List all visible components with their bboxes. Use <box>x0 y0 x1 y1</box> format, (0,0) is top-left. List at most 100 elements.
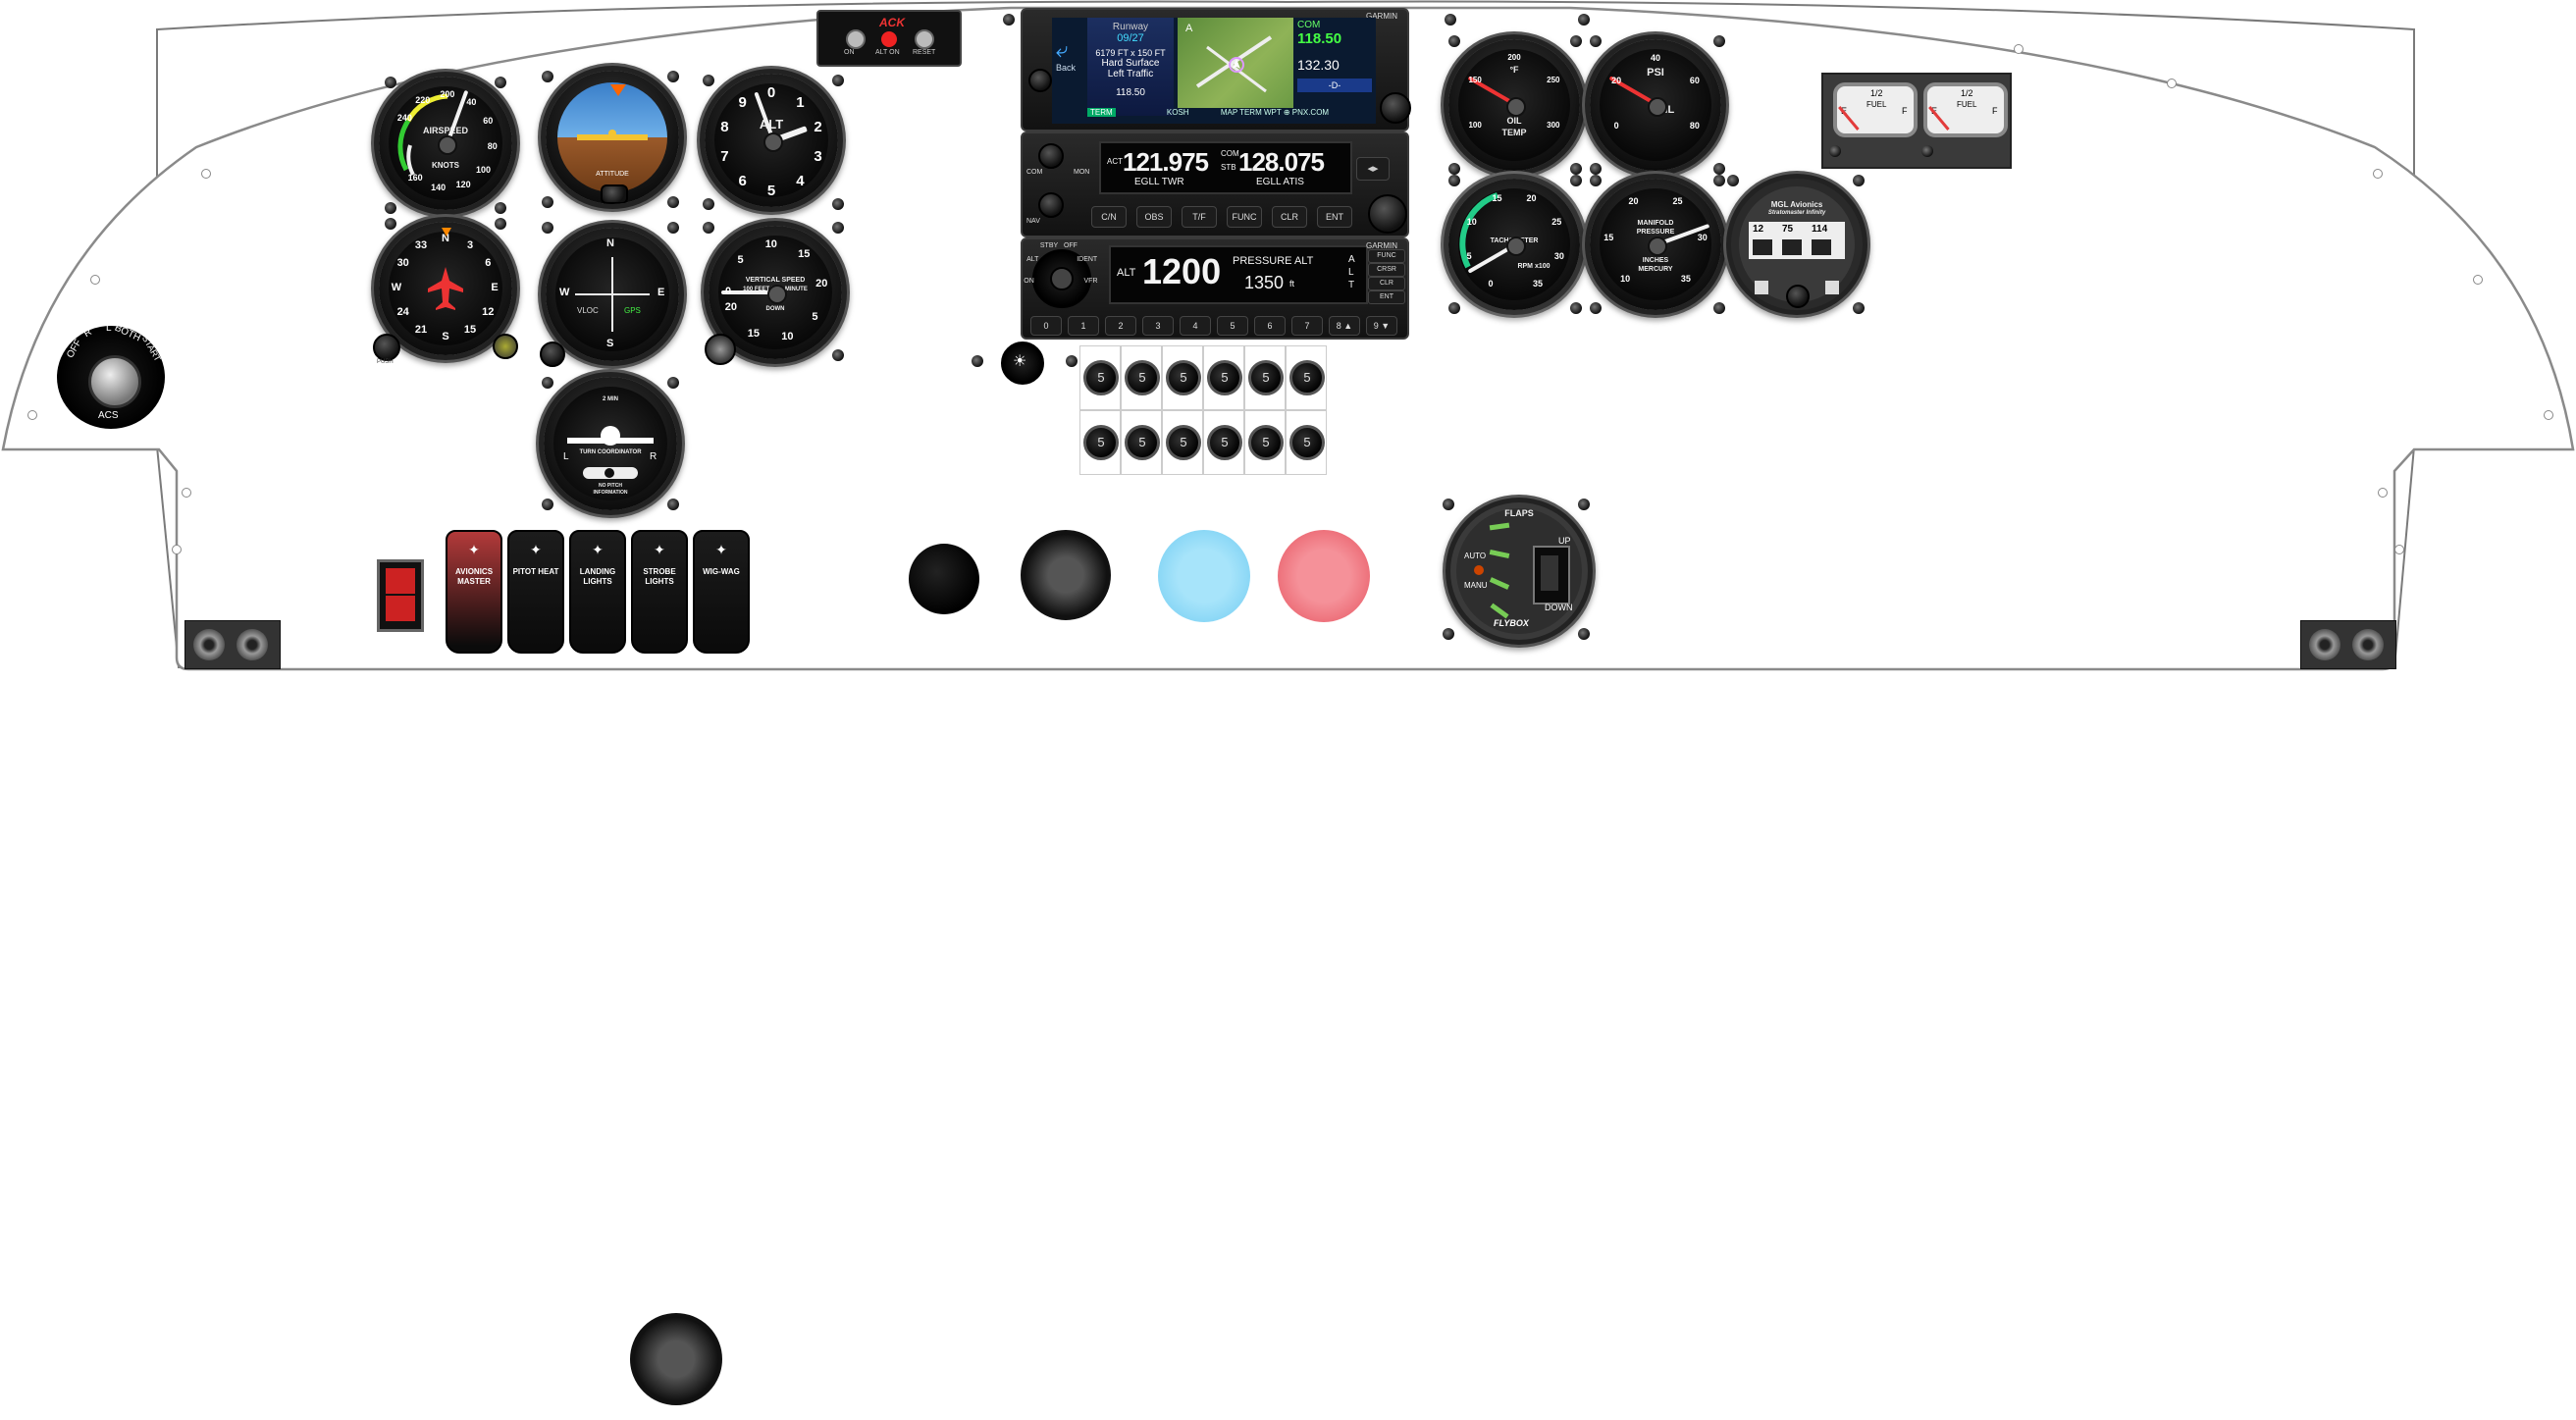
dial-number: 300 <box>1547 121 1560 130</box>
xpdr-mode-off[interactable]: OFF <box>1063 241 1078 249</box>
xpdr-mode-on[interactable]: ON <box>1024 277 1034 285</box>
turn-2min: 2 MIN <box>602 396 618 402</box>
gps-knob[interactable] <box>1380 92 1411 124</box>
panel-hole <box>2394 545 2404 554</box>
grey-push-button-spare[interactable] <box>630 1313 722 1405</box>
xpdr-digit-button[interactable]: 5 <box>1217 316 1248 336</box>
circuit-breaker[interactable]: 5 <box>1125 360 1160 395</box>
rocker-switch-landing-lights[interactable]: ✦LANDING LIGHTS <box>569 530 626 654</box>
comnav-cn-button[interactable]: C/N <box>1091 206 1127 228</box>
fuel-right-needle <box>1928 106 1950 131</box>
xpdr-digit-button[interactable]: 3 <box>1142 316 1174 336</box>
comnav-clr-button[interactable]: CLR <box>1272 206 1307 228</box>
heading-bug-knob[interactable] <box>493 334 518 359</box>
circuit-breaker[interactable]: 5 <box>1248 425 1284 460</box>
circuit-breaker[interactable]: 5 <box>1289 360 1325 395</box>
gps-screen: ⤶Back Runway 09/27 6179 FT x 150 FT Hard… <box>1052 18 1376 124</box>
circuit-breaker[interactable]: 5 <box>1083 360 1119 395</box>
obs-knob[interactable] <box>540 342 565 367</box>
comnav-obs-button[interactable]: OBS <box>1136 206 1172 228</box>
mic-jack[interactable] <box>193 629 225 660</box>
gps-brand: GARMIN <box>1366 12 1397 21</box>
circuit-breaker[interactable]: 5 <box>1207 360 1242 395</box>
black-push-button[interactable] <box>909 544 979 614</box>
dial-number: 30 <box>1697 232 1708 242</box>
gps-navigator: GARMIN ⤶Back Runway 09/27 6179 FT x 150 … <box>1021 8 1411 131</box>
dial-number: 0 <box>1488 278 1494 289</box>
reset-button[interactable] <box>915 29 934 49</box>
xpdr-digit-button[interactable]: 2 <box>1105 316 1136 336</box>
comnav-tf-button[interactable]: T/F <box>1182 206 1217 228</box>
breaker-cell: 5 <box>1162 410 1203 475</box>
nav-volume-knob[interactable] <box>1038 192 1064 218</box>
com-tune-knob[interactable] <box>1368 194 1407 234</box>
mic-jack[interactable] <box>2309 629 2340 660</box>
rocker-switch-pitot-heat[interactable]: ✦PITOT HEAT <box>507 530 564 654</box>
xpdr-mode-stby[interactable]: STBY <box>1039 241 1059 249</box>
dial-number: 3 <box>466 238 474 251</box>
dial-number: 40 <box>1650 53 1660 63</box>
circuit-breaker[interactable]: 5 <box>1125 425 1160 460</box>
moving-map[interactable]: A <box>1178 18 1293 108</box>
flaps-switch[interactable] <box>1533 546 1570 605</box>
panel-hole <box>2473 275 2483 285</box>
red-push-button[interactable] <box>1278 530 1370 622</box>
blue-push-button[interactable] <box>1158 530 1250 622</box>
gps-softkeys[interactable]: MAP TERM WPT ⊕ PNX.COM <box>1220 108 1330 117</box>
oil-pressure-unit: PSI <box>1647 67 1664 79</box>
phone-jack[interactable] <box>237 629 268 660</box>
dial-number: 10 <box>764 238 777 251</box>
dial-number: 150 <box>1468 76 1482 84</box>
xpdr-crsr-button[interactable]: CRSR <box>1368 263 1405 277</box>
rocker-switch-avionics-master[interactable]: ✦AVIONICS MASTER <box>446 530 502 654</box>
xpdr-mode-alt[interactable]: ALT <box>1026 256 1039 263</box>
gps-back-button[interactable]: ⤶Back <box>1056 37 1077 73</box>
flip-flop-button[interactable]: ◂▸ <box>1356 157 1390 181</box>
ack-on-button[interactable] <box>846 29 866 49</box>
circuit-breaker[interactable]: 5 <box>1248 360 1284 395</box>
comnav-func-button[interactable]: FUNC <box>1227 206 1262 228</box>
circuit-breaker[interactable]: 5 <box>1083 425 1119 460</box>
heading-knob[interactable] <box>373 334 400 361</box>
mgl-knob[interactable] <box>1786 285 1810 308</box>
mon-button[interactable]: MON <box>1074 169 1090 176</box>
flaps-mode-toggle[interactable] <box>1474 565 1484 575</box>
circuit-breaker[interactable]: 5 <box>1166 360 1201 395</box>
xpdr-digit-button[interactable]: 4 <box>1180 316 1211 336</box>
xpdr-digit-button[interactable]: 9 ▼ <box>1366 316 1397 336</box>
xpdr-mode-ident[interactable]: IDENT <box>1077 256 1098 263</box>
mgl-button-left[interactable] <box>1755 281 1768 294</box>
vertical-speed-indicator: VERTICAL SPEED 100 FEET PER MINUTE DOWN … <box>709 226 842 359</box>
vsi-adjust-knob[interactable] <box>705 334 736 365</box>
xpdr-func-button[interactable]: FUNC <box>1368 249 1405 263</box>
ignition-switch[interactable]: OFF R L BOTH START ACS <box>57 323 165 429</box>
mgl-button-right[interactable] <box>1825 281 1839 294</box>
xpdr-digit-button[interactable]: 6 <box>1254 316 1286 336</box>
rocker-switch-strobe-lights[interactable]: ✦STROBE LIGHTS <box>631 530 688 654</box>
com-volume-knob[interactable] <box>1038 143 1064 169</box>
circuit-breaker[interactable]: 5 <box>1166 425 1201 460</box>
xpdr-digit-button[interactable]: 7 <box>1291 316 1323 336</box>
ai-adjust-knob[interactable] <box>601 184 628 204</box>
flybox-logo: FLYBOX <box>1494 618 1529 628</box>
phone-jack[interactable] <box>2352 629 2384 660</box>
xpdr-ent-button[interactable]: ENT <box>1368 290 1405 304</box>
xpdr-mode-vfr[interactable]: VFR <box>1083 277 1098 285</box>
xpdr-clr-button[interactable]: CLR <box>1368 277 1405 290</box>
dimmer-knob[interactable]: ☀ <box>1001 342 1044 385</box>
rocker-switch-wig-wag[interactable]: ✦WIG-WAG <box>693 530 750 654</box>
xpdr-digit-button[interactable]: 1 <box>1068 316 1099 336</box>
circuit-breaker[interactable]: 5 <box>1289 425 1325 460</box>
direct-to-button[interactable]: -D- <box>1297 79 1372 92</box>
grey-push-button[interactable] <box>1021 530 1111 620</box>
panel-hole <box>2373 169 2383 179</box>
xpdr-mode-knob[interactable] <box>1032 249 1091 308</box>
xpdr-digit-button[interactable]: 0 <box>1030 316 1062 336</box>
gps-volume-knob[interactable] <box>1028 69 1052 92</box>
fuel-right-label: FUEL <box>1957 100 1977 109</box>
xpdr-digit-button[interactable]: 8 ▲ <box>1329 316 1360 336</box>
comnav-ent-button[interactable]: ENT <box>1317 206 1352 228</box>
panel-hole <box>201 169 211 179</box>
master-switch[interactable] <box>377 559 424 632</box>
circuit-breaker[interactable]: 5 <box>1207 425 1242 460</box>
